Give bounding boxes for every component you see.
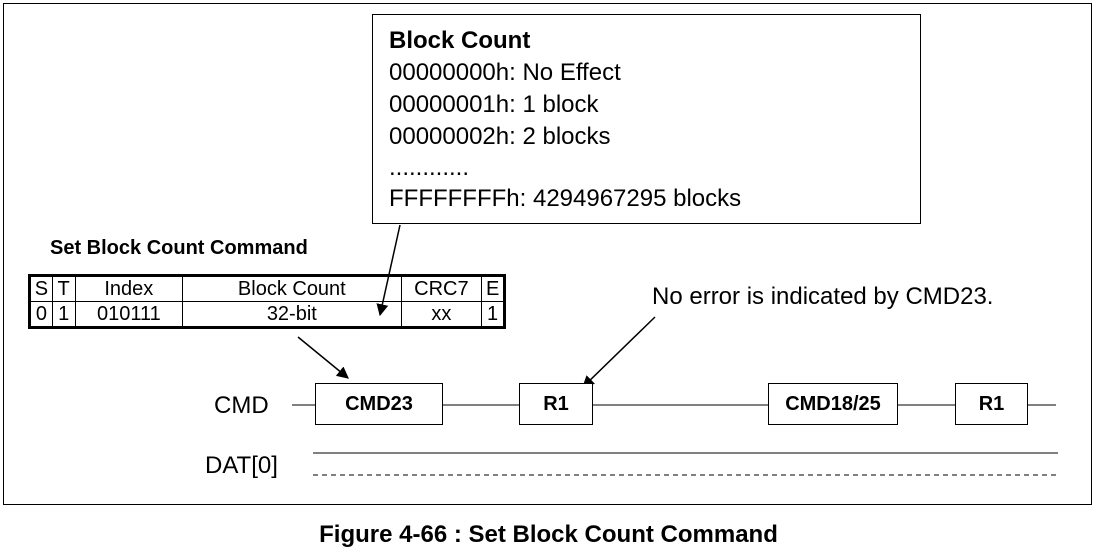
arrow-to-cmd23 [297, 336, 349, 379]
table-cell: 010111 [74, 301, 184, 328]
table-header: Block Count [182, 275, 402, 302]
table-header: S [29, 275, 53, 302]
r1-response-box: R1 [955, 383, 1028, 425]
table-cell: xx [400, 301, 483, 328]
table-cell: 0 [29, 301, 53, 328]
cmd23-note: No error is indicated by CMD23. [652, 283, 994, 310]
table-cell: 1 [481, 301, 505, 328]
table-header: CRC7 [400, 275, 483, 302]
table-header: Index [74, 275, 184, 302]
info-box-line: ............ [389, 154, 470, 181]
block-count-info-box: Block Count 00000000h: No Effect 0000000… [372, 14, 921, 224]
info-box-line: 00000002h: 2 blocks [389, 123, 611, 150]
cmd-signal-label: CMD [214, 392, 269, 419]
info-box-line: 00000000h: No Effect [389, 59, 621, 86]
dat-signal-label: DAT[0] [205, 452, 278, 479]
info-box-line: FFFFFFFFh: 4294967295 blocks [389, 185, 742, 212]
table-cell: 32-bit [182, 301, 402, 328]
cmd18-25-box: CMD18/25 [768, 383, 898, 425]
command-format-title: Set Block Count Command [50, 237, 308, 259]
info-box-line: 00000001h: 1 block [389, 91, 599, 118]
command-format-table: S T Index Block Count CRC7 E 0 1 010111 … [28, 274, 506, 329]
table-header: T [51, 275, 76, 302]
r1-response-box: R1 [519, 383, 593, 425]
table-header: E [481, 275, 505, 302]
figure-caption: Figure 4-66 : Set Block Count Command [319, 521, 778, 548]
diagram-frame [3, 3, 1092, 505]
arrow-to-r1 [582, 316, 656, 388]
info-box-title: Block Count [389, 27, 531, 54]
table-row: 0 1 010111 32-bit xx 1 [29, 301, 505, 328]
table-cell: 1 [51, 301, 76, 328]
table-row: S T Index Block Count CRC7 E [29, 275, 505, 302]
cmd23-box: CMD23 [315, 383, 443, 425]
